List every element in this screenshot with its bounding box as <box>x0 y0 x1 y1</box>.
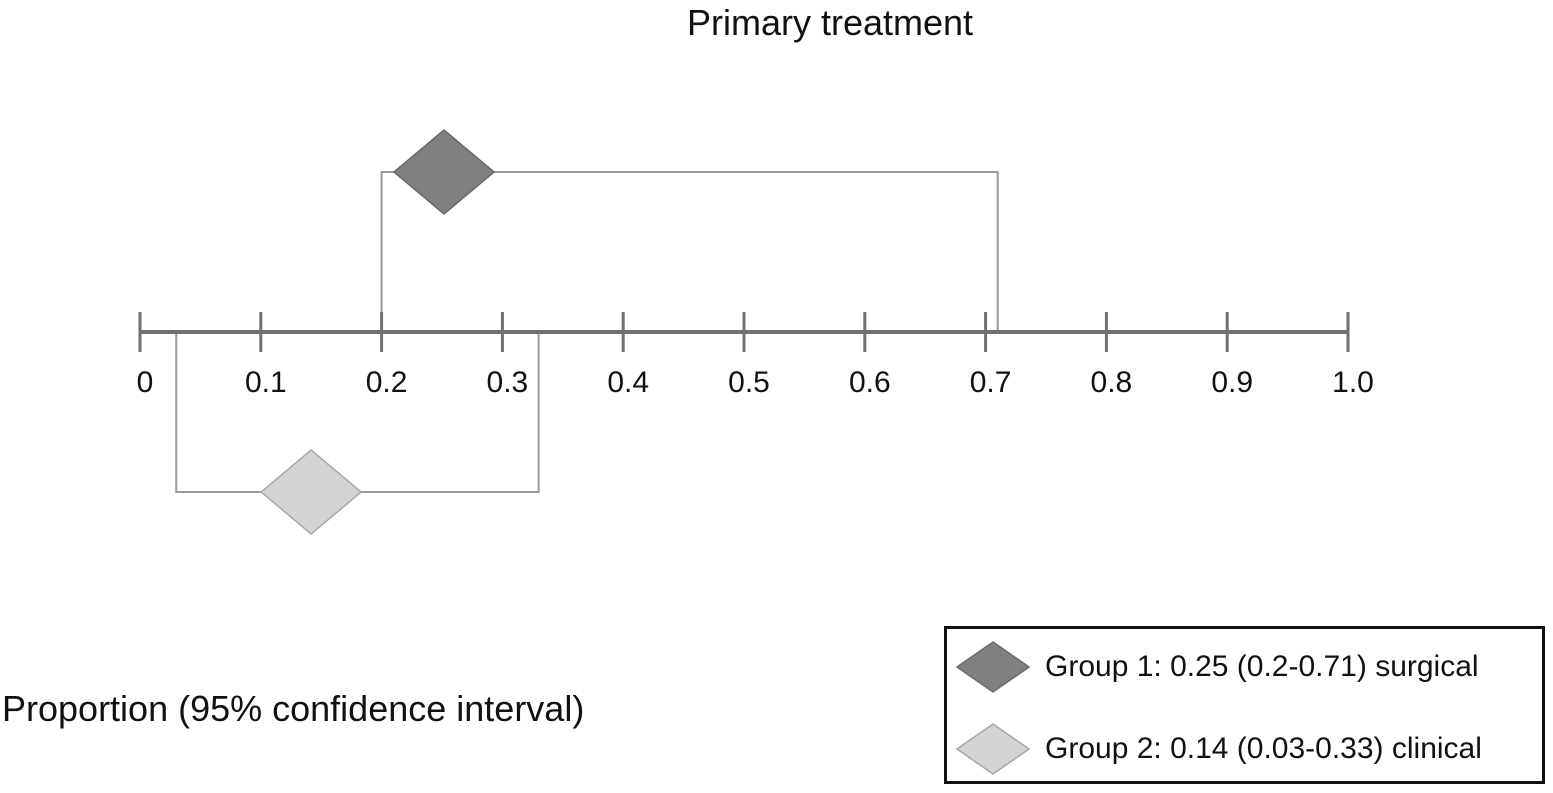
x-tick-label-0: 0 <box>137 366 154 399</box>
estimate-diamond-group-1 <box>392 129 496 215</box>
legend-item-group-1: Group 1: 0.25 (0.2-0.71) surgical <box>947 639 1542 695</box>
x-tick-label-0.8: 0.8 <box>1091 366 1133 399</box>
legend-swatch-group-1 <box>955 641 1031 693</box>
x-tick-label-0.6: 0.6 <box>849 366 891 399</box>
legend-swatch-group-2 <box>955 723 1031 775</box>
x-tick-label-0.9: 0.9 <box>1211 366 1253 399</box>
legend-label-group-1: Group 1: 0.25 (0.2-0.71) surgical <box>1045 650 1479 683</box>
x-tick-label-0.4: 0.4 <box>607 366 649 399</box>
estimate-diamond-group-2 <box>259 449 363 535</box>
x-tick-label-0.5: 0.5 <box>728 366 770 399</box>
chart-title: Primary treatment <box>686 2 974 43</box>
x-tick-label-0.1: 0.1 <box>245 366 287 399</box>
legend-item-group-2: Group 2: 0.14 (0.03-0.33) clinical <box>947 721 1542 777</box>
legend-label-group-2: Group 2: 0.14 (0.03-0.33) clinical <box>1045 732 1482 765</box>
x-tick-label-1.0: 1.0 <box>1332 366 1374 399</box>
x-tick-label-0.3: 0.3 <box>487 366 529 399</box>
legend-marker-group-2 <box>955 723 1031 775</box>
ci-bracket-group-1 <box>380 171 999 332</box>
legend: Group 1: 0.25 (0.2-0.71) surgical Group … <box>944 626 1545 784</box>
x-tick-label-0.2: 0.2 <box>366 366 408 399</box>
legend-marker-group-1 <box>955 641 1031 693</box>
x-axis-label: Proportion (95% confidence interval) <box>2 688 585 729</box>
x-tick-label-0.7: 0.7 <box>970 366 1012 399</box>
ci-bracket-group-2 <box>175 332 540 493</box>
